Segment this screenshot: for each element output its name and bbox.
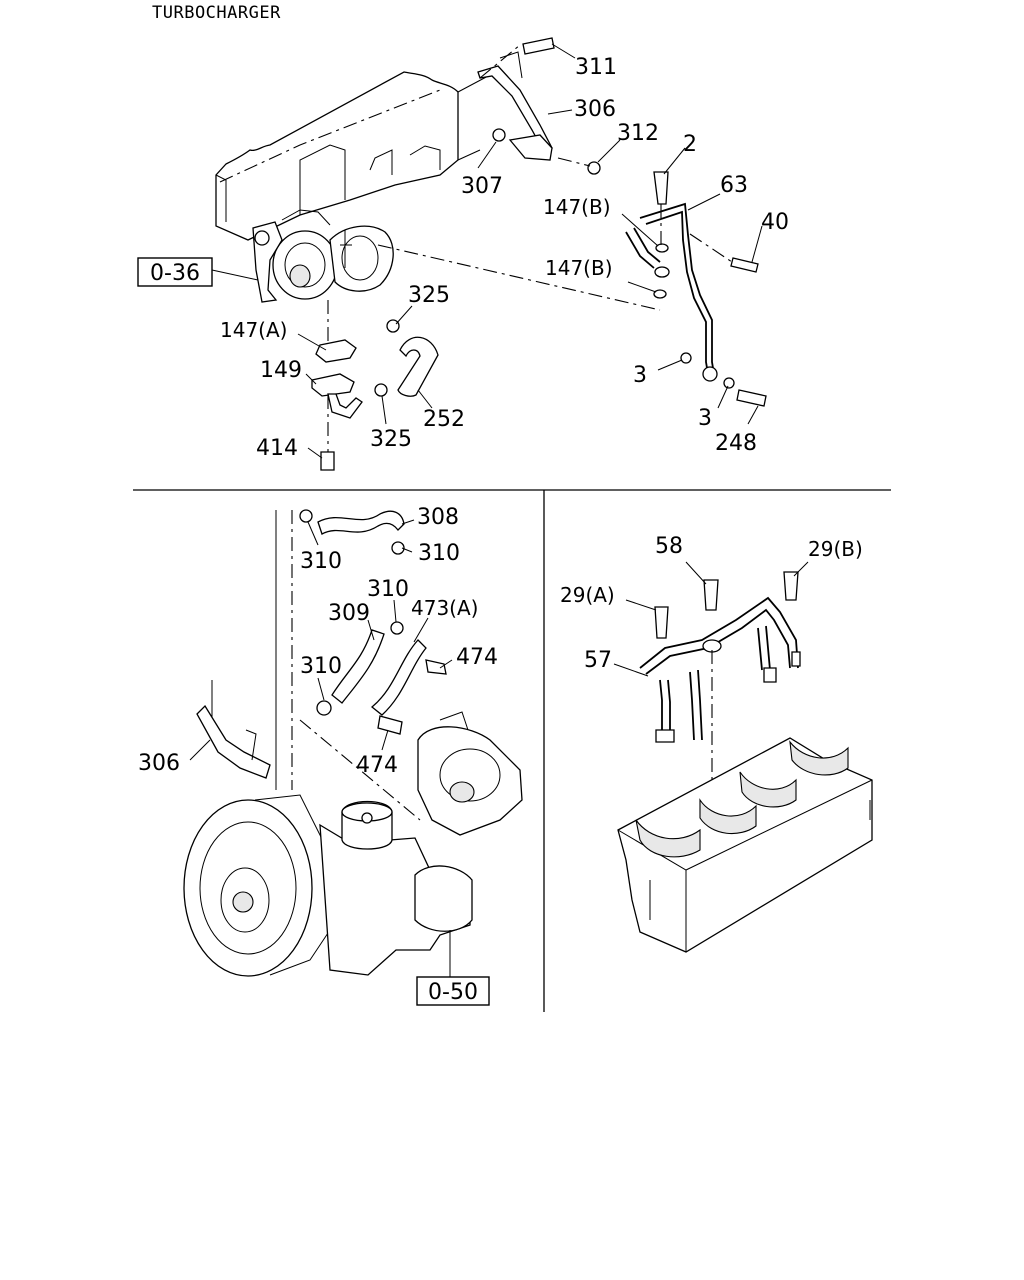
part-labels: 311 306 312 307 2 63 147(B) 40 147(B) 32… — [138, 55, 863, 778]
part-label-308: 308 — [417, 505, 459, 530]
diagram-title: TURBOCHARGER — [152, 3, 281, 23]
part-label-325-lower: 325 — [370, 427, 412, 452]
leader-lines — [189, 43, 809, 761]
part-label-309: 309 — [328, 601, 370, 626]
hoses-drawing — [196, 509, 447, 821]
part-label-311: 311 — [575, 55, 617, 80]
part-label-147a: 147(A) — [220, 318, 287, 342]
part-label-149: 149 — [260, 358, 302, 383]
part-label-474-lower: 474 — [356, 753, 398, 778]
part-label-147b-lower: 147(B) — [545, 256, 613, 280]
part-label-310-c: 310 — [367, 577, 409, 602]
part-label-58: 58 — [655, 534, 683, 559]
part-label-147b-upper: 147(B) — [543, 195, 611, 219]
oil-pipe-63 — [377, 171, 767, 407]
part-label-2: 2 — [683, 132, 697, 157]
part-label-310-a: 310 — [300, 549, 342, 574]
part-label-248: 248 — [715, 431, 757, 456]
section-dividers — [133, 489, 891, 1012]
reference-label-0-36: 0-36 — [150, 261, 200, 286]
part-label-310-b: 310 — [418, 541, 460, 566]
part-label-63: 63 — [720, 173, 748, 198]
drain-parts — [311, 300, 439, 471]
engine-head-drawing — [215, 71, 491, 241]
pipe-306-top — [477, 37, 601, 175]
flywheel-drawing — [183, 711, 523, 977]
part-label-474-upper: 474 — [456, 645, 498, 670]
part-label-473a: 473(A) — [411, 596, 478, 620]
part-label-312: 312 — [617, 121, 659, 146]
part-label-29a: 29(A) — [560, 583, 615, 607]
reference-label-0-50: 0-50 — [428, 980, 478, 1005]
part-label-57: 57 — [584, 648, 612, 673]
part-label-3-left: 3 — [633, 363, 647, 388]
part-label-310-d: 310 — [300, 654, 342, 679]
part-label-3-right: 3 — [698, 406, 712, 431]
part-label-306-lower: 306 — [138, 751, 180, 776]
cylinder-block-drawing — [617, 737, 873, 953]
part-label-306: 306 — [574, 97, 616, 122]
part-label-307: 307 — [461, 174, 503, 199]
turbocharger-drawing — [252, 209, 394, 303]
reference-box-0-36[interactable]: 0-36 — [137, 257, 213, 287]
part-label-29b: 29(B) — [808, 537, 863, 561]
oil-jet-drawing — [639, 571, 801, 800]
part-label-40: 40 — [761, 210, 789, 235]
part-label-414: 414 — [256, 436, 298, 461]
part-label-325-upper: 325 — [408, 283, 450, 308]
reference-box-0-50[interactable]: 0-50 — [416, 972, 490, 1006]
part-label-252: 252 — [423, 407, 465, 432]
